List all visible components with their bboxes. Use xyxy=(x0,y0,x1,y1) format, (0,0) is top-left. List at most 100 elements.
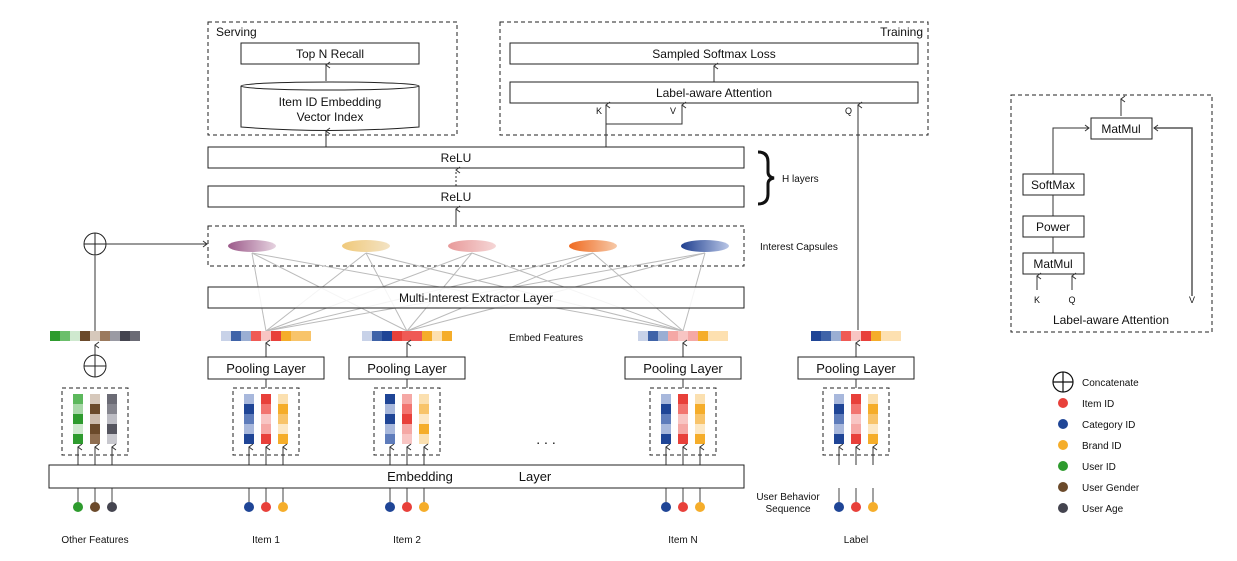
embedding-column-cell xyxy=(868,424,878,434)
input-feature-dot xyxy=(661,502,671,512)
embedding-column-cell xyxy=(385,394,395,404)
embed-feature-cell xyxy=(891,331,901,341)
v-input-label: V xyxy=(670,106,676,116)
vector-index-label-line2: Vector Index xyxy=(297,110,364,124)
embedding-column-cell xyxy=(868,404,878,414)
interest-capsule-5 xyxy=(681,240,729,252)
embedding-column-cell xyxy=(385,424,395,434)
ellipsis: . . . xyxy=(536,431,555,447)
input-feature-dot xyxy=(419,502,429,512)
top-n-recall-label: Top N Recall xyxy=(296,47,364,61)
embed-feature-cell xyxy=(811,331,821,341)
embed-feature-cell xyxy=(422,331,432,341)
group-label: Item 1 xyxy=(252,535,280,546)
serving-title: Serving xyxy=(216,25,257,39)
embed-feature-cell xyxy=(821,331,831,341)
embedding-column-cell xyxy=(244,424,254,434)
embedding-column-cell xyxy=(385,404,395,414)
input-feature-dot xyxy=(868,502,878,512)
sampled-softmax-label: Sampled Softmax Loss xyxy=(652,47,775,61)
embed-features-label: Embed Features xyxy=(509,333,583,344)
embedding-column-cell xyxy=(244,404,254,414)
matmul-top-label: MatMul xyxy=(1101,122,1140,136)
embed-feature-cell xyxy=(851,331,861,341)
softmax-to-matmul-arrow xyxy=(1052,124,1090,174)
embedding-column-cell xyxy=(278,424,288,434)
embedding-layer-word2: Layer xyxy=(519,469,552,484)
attention-detail-panel: MatMul SoftMax Power MatMul K Q V Label-… xyxy=(1010,94,1213,333)
relu-layer-bottom xyxy=(207,185,745,208)
embed-feature-cell xyxy=(231,331,241,341)
embed-feature-cell xyxy=(638,331,648,341)
input-feature-dot xyxy=(834,502,844,512)
relu-bottom-label: ReLU xyxy=(441,190,472,204)
q-detail-label: Q xyxy=(1068,295,1075,305)
embed-feature-cell xyxy=(648,331,658,341)
embed-feature-cell xyxy=(708,331,718,341)
embedding-columns-box xyxy=(373,387,441,456)
embedding-column-cell xyxy=(678,424,688,434)
k-input-label: K xyxy=(596,106,602,116)
embed-feature-cell xyxy=(241,331,251,341)
embedding-column-cell xyxy=(73,414,83,424)
embedding-column-cell xyxy=(419,414,429,424)
input-feature-dot xyxy=(107,502,117,512)
attention-detail-dashed-box xyxy=(1010,94,1213,333)
legend-label: User Age xyxy=(1082,504,1124,515)
embedding-column-cell xyxy=(678,394,688,404)
embedding-column-cell xyxy=(90,424,100,434)
power-label: Power xyxy=(1036,220,1070,234)
embedding-column-cell xyxy=(834,424,844,434)
k-detail-label: K xyxy=(1034,295,1040,305)
v-to-matmul-arrow xyxy=(1153,124,1193,296)
input-feature-dot xyxy=(695,502,705,512)
embedding-column-cell xyxy=(695,424,705,434)
embedding-column-cell xyxy=(73,404,83,414)
embed-feature-cell xyxy=(412,331,422,341)
embedding-column-cell xyxy=(834,404,844,414)
legend-item: User Gender xyxy=(1058,482,1140,494)
embedding-columns-box xyxy=(822,387,890,456)
legend-dot-icon xyxy=(1058,398,1068,408)
embedding-column-cell xyxy=(107,394,117,404)
embedding-column-cell xyxy=(73,434,83,444)
input-feature-dot xyxy=(385,502,395,512)
embedding-column-cell xyxy=(695,414,705,424)
embedding-column-cell xyxy=(851,424,861,434)
interest-capsule-1 xyxy=(228,240,276,252)
embedding-column-cell xyxy=(90,434,100,444)
embedding-column-cell xyxy=(244,414,254,424)
h-layers-brace xyxy=(757,150,775,206)
embed-feature-cell xyxy=(688,331,698,341)
embedding-column-cell xyxy=(261,414,271,424)
embedding-column-cell xyxy=(278,414,288,424)
other-features-concat-path xyxy=(83,232,208,378)
embed-feature-cell xyxy=(861,331,871,341)
embed-feature-cell xyxy=(668,331,678,341)
embedding-column-cell xyxy=(261,424,271,434)
embedding-column-cell xyxy=(695,434,705,444)
matmul-bottom-label: MatMul xyxy=(1033,257,1072,271)
embed-feature-cell xyxy=(382,331,392,341)
embedding-column-cell xyxy=(661,424,671,434)
embedding-column-cell xyxy=(661,394,671,404)
input-feature-dot xyxy=(851,502,861,512)
interest-capsule-3 xyxy=(448,240,496,252)
matmul-bottom-box xyxy=(1022,252,1085,275)
interest-capsule-4 xyxy=(569,240,617,252)
serving-panel: Serving Top N Recall Item ID Embedding V… xyxy=(207,21,458,147)
legend-label: Category ID xyxy=(1082,420,1135,431)
training-dashed-box xyxy=(499,21,929,136)
label-aware-attention-label: Label-aware Attention xyxy=(656,86,772,100)
relu-top-label: ReLU xyxy=(441,151,472,165)
legend-item: User ID xyxy=(1058,461,1116,473)
embedding-columns-box xyxy=(649,387,717,456)
embedding-column-cell xyxy=(834,394,844,404)
embed-feature-cell xyxy=(442,331,452,341)
embed-feature-cell xyxy=(251,331,261,341)
embedding-columns-box xyxy=(232,387,300,456)
